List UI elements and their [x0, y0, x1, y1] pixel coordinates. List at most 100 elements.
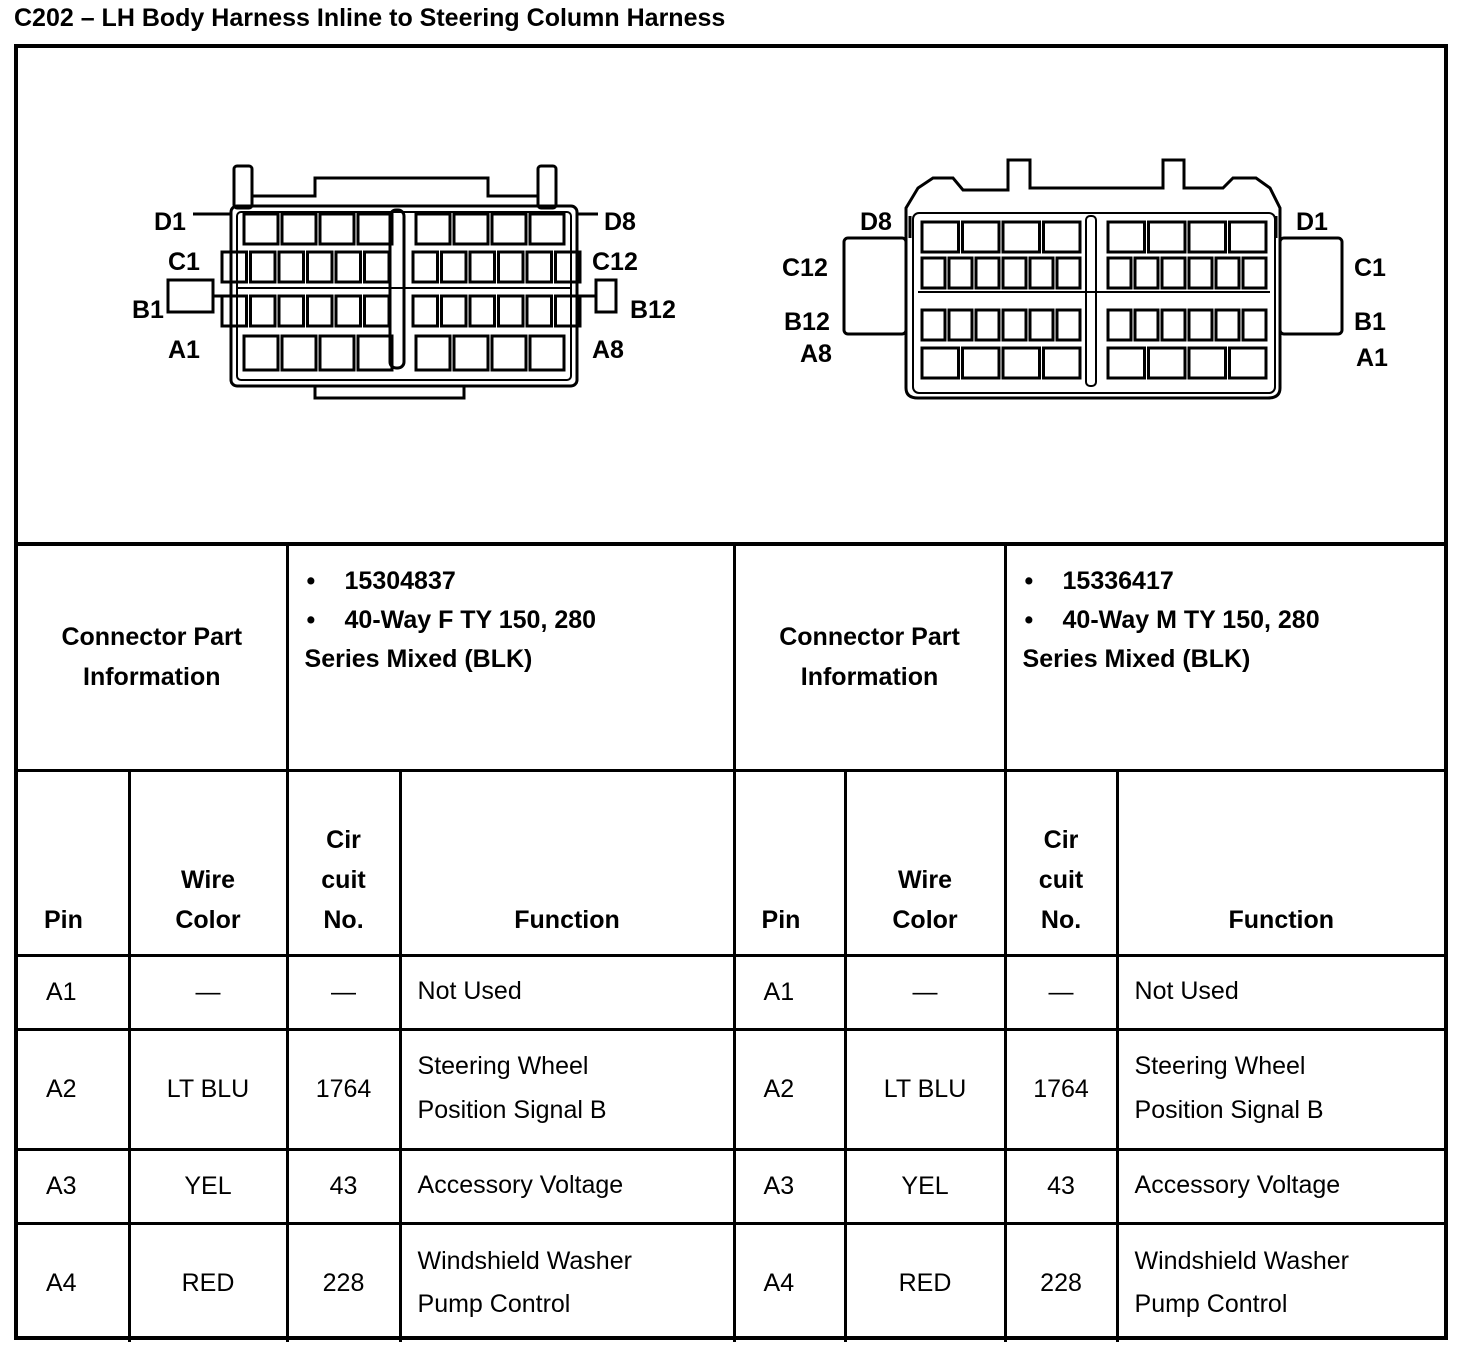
- connector-cavity: [220, 294, 248, 328]
- connector-cavity: [318, 334, 356, 372]
- connector-cavity: [1042, 220, 1082, 254]
- header-pin: Pin: [732, 768, 847, 957]
- connector-cavity: [1160, 308, 1187, 342]
- connector-cavity: [1147, 220, 1187, 254]
- circuit-cell: 43: [1003, 1147, 1119, 1225]
- connector-cavity: [1028, 256, 1055, 290]
- connector-cavity: [280, 212, 318, 246]
- connector-cavity: [497, 294, 525, 328]
- female-connector-cavities: [220, 212, 582, 372]
- label-d1-right: D1: [1296, 208, 1328, 236]
- connector-cavity: [1228, 220, 1268, 254]
- connector-info-row: Connector Part Information 15304837 40-W…: [18, 546, 1445, 772]
- connector-cavity: [277, 294, 305, 328]
- label-c1-right: C1: [1354, 254, 1386, 282]
- label-a8-left: A8: [592, 336, 624, 364]
- connector-cavity: [1187, 308, 1214, 342]
- header-function: Function: [1115, 768, 1445, 957]
- wire-color-cell: LT BLU: [843, 1027, 1007, 1151]
- table-row: A1 — — Not Used A1 — — Not Used: [18, 953, 1445, 1031]
- connector-cavity: [1001, 308, 1028, 342]
- connector-cavity: [920, 346, 960, 380]
- connector-cavity: [411, 294, 439, 328]
- connector-cavity: [528, 212, 566, 246]
- table-row: A3 YEL 43 Accessory Voltage A3 YEL 43 Ac…: [18, 1147, 1445, 1225]
- label-c12-left: C12: [592, 248, 638, 276]
- connector-cavity: [356, 212, 394, 246]
- label-d1-left: D1: [154, 208, 186, 236]
- connector-cavity: [1055, 256, 1082, 290]
- connector-cavity: [414, 212, 452, 246]
- connector-cavity: [528, 334, 566, 372]
- connector-cavity: [411, 250, 439, 284]
- connector-cavity: [525, 294, 553, 328]
- circuit-cell: 228: [1003, 1221, 1119, 1342]
- circuit-cell: 1764: [285, 1027, 402, 1151]
- wire-color-cell: —: [843, 953, 1007, 1031]
- connector-cavity: [1147, 346, 1187, 380]
- label-c1-left: C1: [168, 248, 200, 276]
- pin-cell: A1: [732, 953, 847, 1031]
- connector-cavity: [1228, 346, 1268, 380]
- connector-cavity: [1106, 308, 1133, 342]
- connector-cavity: [440, 294, 468, 328]
- label-a1-left: A1: [168, 336, 200, 364]
- circuit-cell: 228: [285, 1221, 402, 1342]
- pin-cell: A2: [732, 1027, 847, 1151]
- connector-cavity: [306, 294, 334, 328]
- part-number: 15336417: [1023, 562, 1445, 601]
- connector-cavity: [468, 250, 496, 284]
- header-pin: Pin: [18, 768, 131, 957]
- connector-cavity: [920, 308, 947, 342]
- connector-info-label: Connector Part Information: [18, 546, 289, 772]
- connector-cavity: [306, 250, 334, 284]
- connector-cavity: [1187, 220, 1227, 254]
- male-connector-drawing: [842, 158, 1344, 400]
- connector-cavity: [249, 294, 277, 328]
- label-a1-right: A1: [1356, 344, 1388, 372]
- pin-cell: A3: [732, 1147, 847, 1225]
- connector-cavity: [242, 334, 280, 372]
- connector-cavity: [468, 294, 496, 328]
- connector-cavity: [554, 294, 582, 328]
- circuit-cell: 43: [285, 1147, 402, 1225]
- connector-cavity: [1001, 346, 1041, 380]
- connector-cavity: [1055, 308, 1082, 342]
- part-number: 15304837: [305, 562, 733, 601]
- connector-cavity: [920, 256, 947, 290]
- connector-cavity: [1106, 346, 1146, 380]
- connector-cavity: [1187, 346, 1227, 380]
- label-a8-right: A8: [800, 340, 832, 368]
- connector-cavity: [554, 250, 582, 284]
- connector-cavity: [452, 212, 490, 246]
- pin-cell: A4: [18, 1221, 131, 1342]
- label-b12-left: B12: [630, 296, 676, 324]
- function-cell: Accessory Voltage: [398, 1147, 736, 1225]
- connector-cavity: [1106, 256, 1133, 290]
- connector-cavity: [497, 250, 525, 284]
- part-description: 40-Way M TY 150, 280: [1023, 601, 1445, 640]
- wire-color-cell: RED: [843, 1221, 1007, 1342]
- label-c12-right: C12: [782, 254, 828, 282]
- connector-cavity: [318, 212, 356, 246]
- function-cell: Accessory Voltage: [1115, 1147, 1445, 1225]
- pin-cell: A3: [18, 1147, 131, 1225]
- wire-color-cell: RED: [127, 1221, 289, 1342]
- pinout-table: Connector Part Information 15304837 40-W…: [18, 546, 1445, 1342]
- connector-diagram-area: D1 C1 B1 A1 D8 C12 B12 A8 D8 C12 B12 A8 …: [18, 48, 1444, 546]
- connector-cavity: [334, 250, 362, 284]
- wire-color-cell: —: [127, 953, 289, 1031]
- wire-color-cell: YEL: [127, 1147, 289, 1225]
- pin-cell: A1: [18, 953, 131, 1031]
- connector-cavity: [961, 220, 1001, 254]
- connector-cavity: [974, 308, 1001, 342]
- pin-cell: A4: [732, 1221, 847, 1342]
